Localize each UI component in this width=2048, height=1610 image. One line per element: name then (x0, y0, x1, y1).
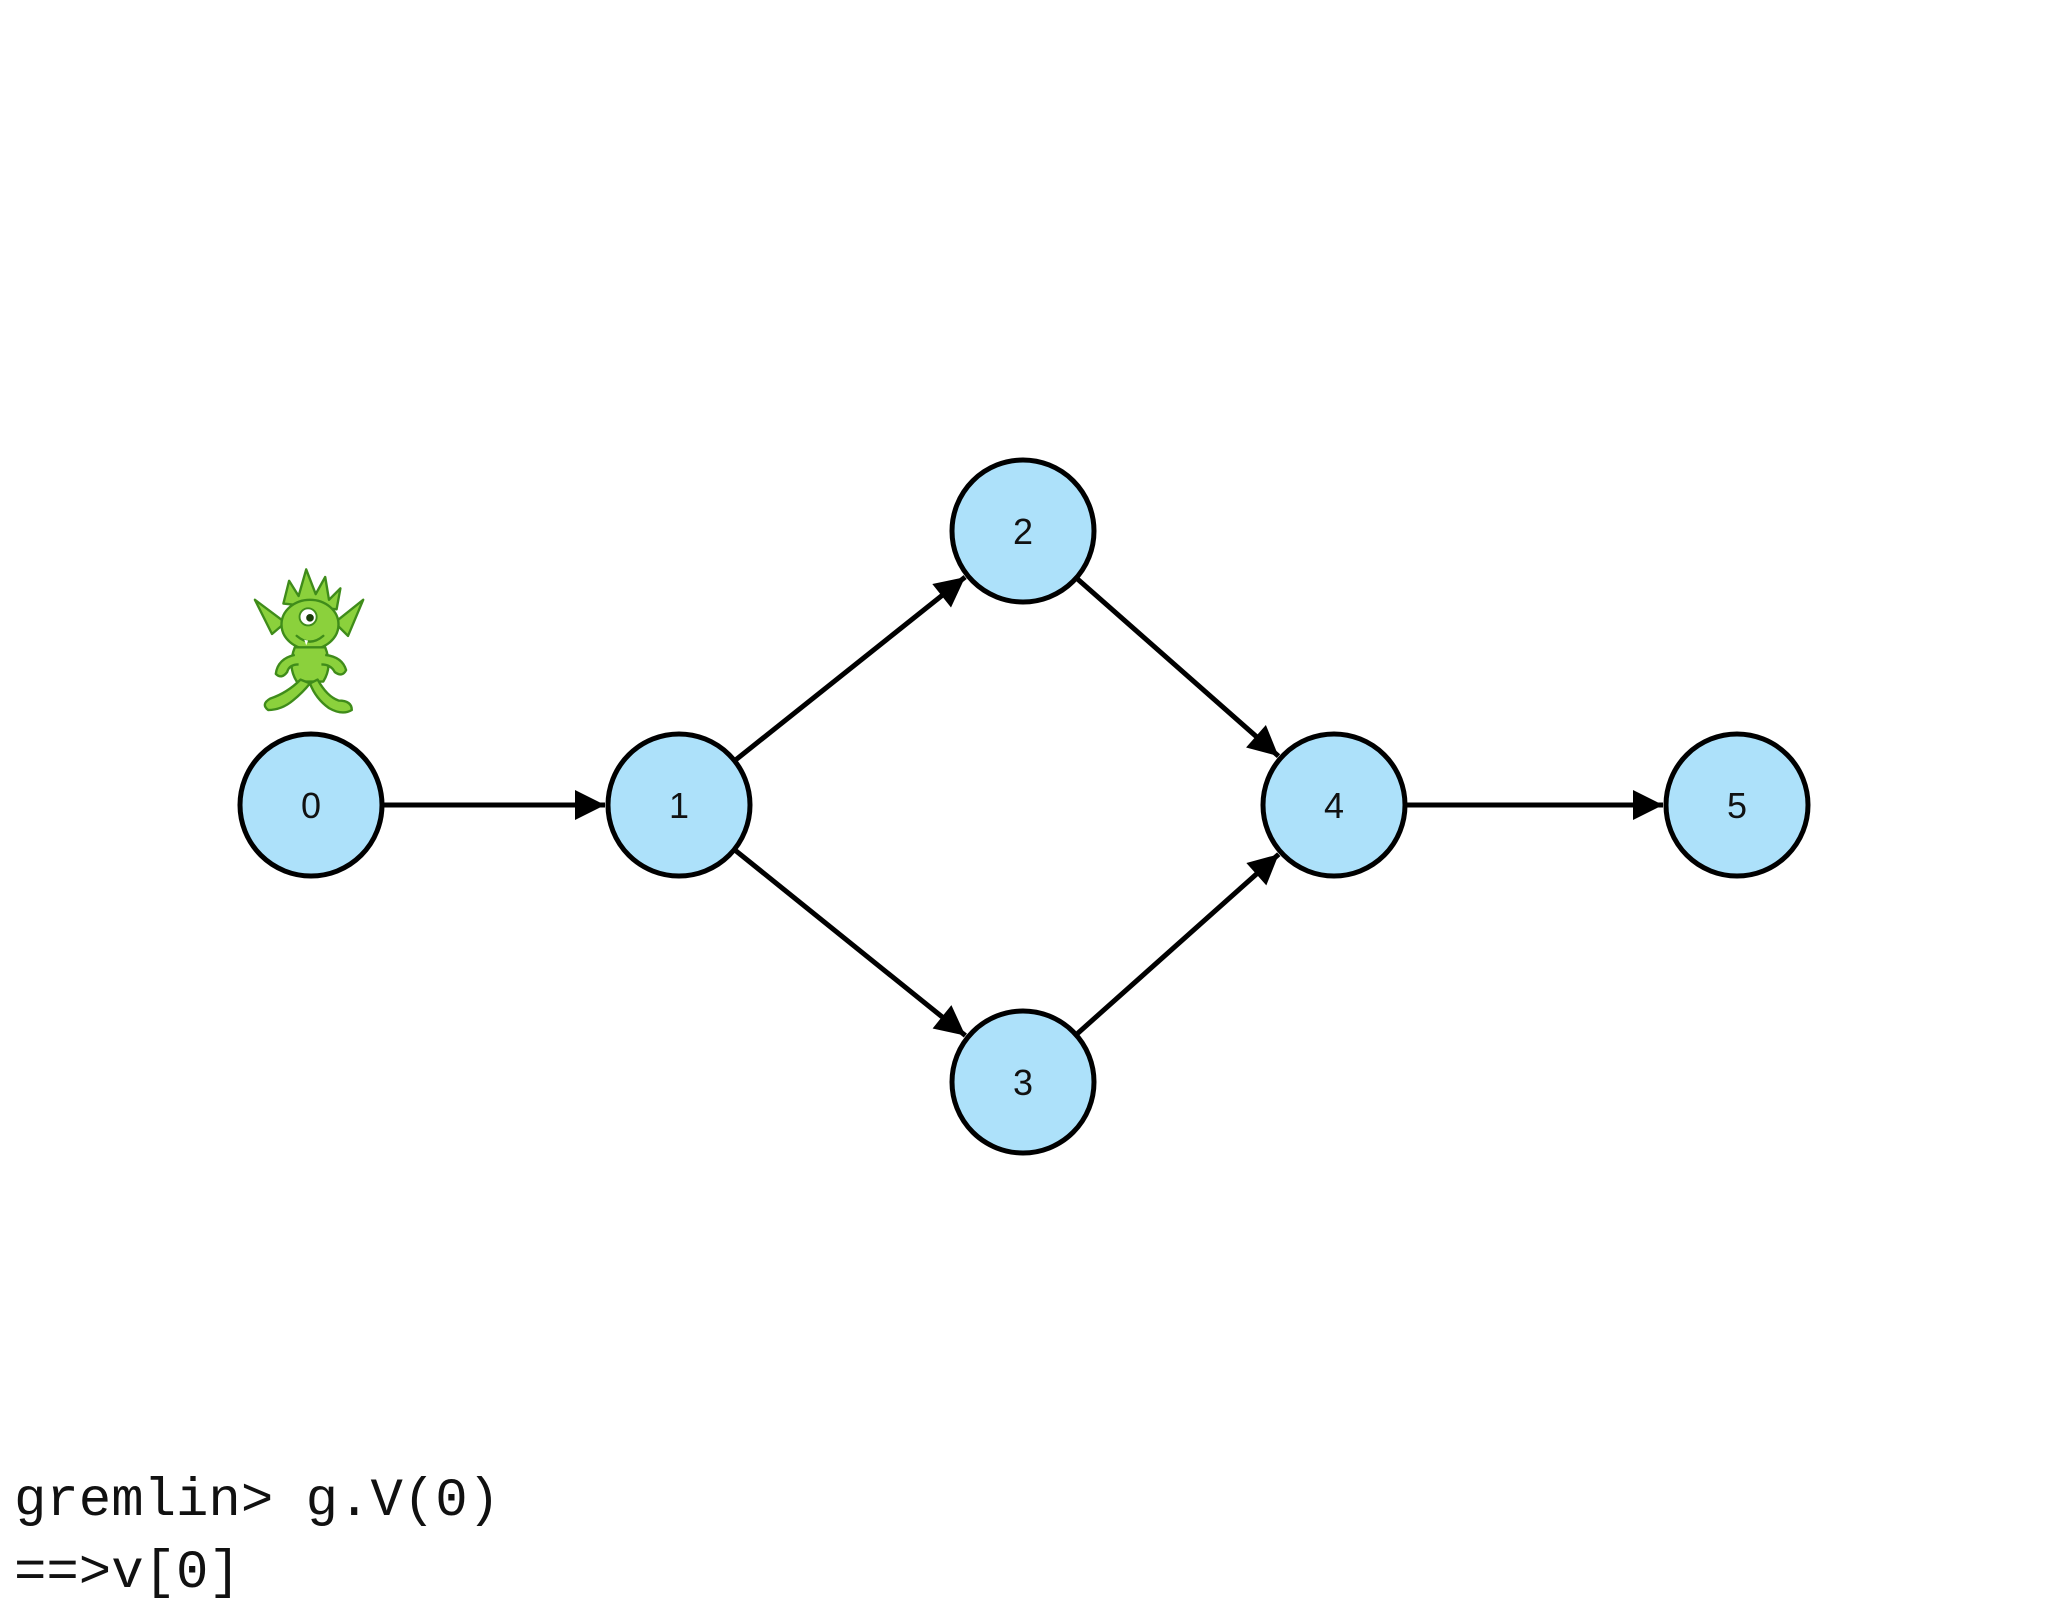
node-circle (949, 1008, 1097, 1156)
node-label: 4 (1324, 785, 1344, 826)
edge-3-to-4 (1075, 852, 1281, 1036)
node-4: 4 (1260, 731, 1408, 879)
console-command-line: gremlin> g.V(0) (14, 1471, 501, 1532)
edge-1-to-2 (734, 575, 967, 762)
node-3: 3 (949, 1008, 1097, 1156)
node-1: 1 (605, 731, 753, 879)
node-circle (237, 731, 385, 879)
edge-2-to-4 (1076, 577, 1281, 758)
nodes: 0 1 2 3 4 5 (237, 457, 1811, 1156)
node-label: 2 (1013, 511, 1033, 552)
edges (384, 575, 1663, 1038)
node-2: 2 (949, 457, 1097, 605)
node-label: 3 (1013, 1062, 1033, 1103)
node-circle (1260, 731, 1408, 879)
node-5: 5 (1663, 731, 1811, 879)
gremlin-mascot-icon (253, 568, 365, 714)
node-circle (605, 731, 753, 879)
node-label: 1 (669, 785, 689, 826)
node-circle (949, 457, 1097, 605)
console-result-line: ==>v[0] (14, 1543, 241, 1604)
node-label: 5 (1727, 785, 1747, 826)
node-0: 0 (237, 731, 385, 879)
edge-1-to-3 (734, 848, 967, 1038)
console-output: gremlin> g.V(0) ==>v[0] (14, 1466, 500, 1610)
node-label: 0 (301, 785, 321, 826)
node-circle (1663, 731, 1811, 879)
